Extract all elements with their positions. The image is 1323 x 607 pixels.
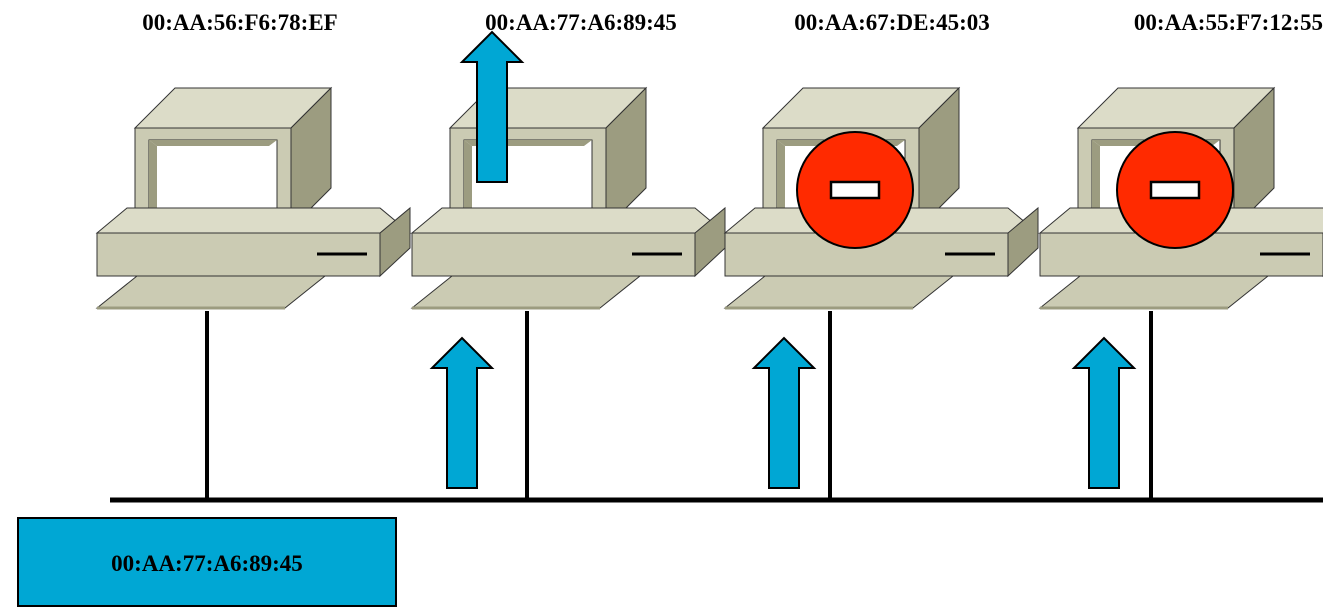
frame-destination-mac: 00:AA:77:A6:89:45 — [111, 551, 303, 576]
host-mac-label-4: 00:AA:55:F7:12:55 — [1133, 10, 1323, 35]
up-arrow-icon — [431, 337, 493, 489]
host-mac-label-3: 00:AA:67:DE:45:03 — [794, 10, 990, 35]
up-arrow-icon — [1073, 337, 1135, 489]
up-arrow-icon — [753, 337, 815, 489]
computer-icon — [410, 86, 727, 310]
frame-box: 00:AA:77:A6:89:45 — [17, 517, 397, 607]
no-entry-icon — [795, 130, 915, 250]
no-entry-icon — [1115, 130, 1235, 250]
host-mac-label-2: 00:AA:77:A6:89:45 — [485, 10, 677, 35]
computer-icon — [95, 86, 412, 310]
host-mac-label-1: 00:AA:56:F6:78:EF — [142, 10, 338, 35]
